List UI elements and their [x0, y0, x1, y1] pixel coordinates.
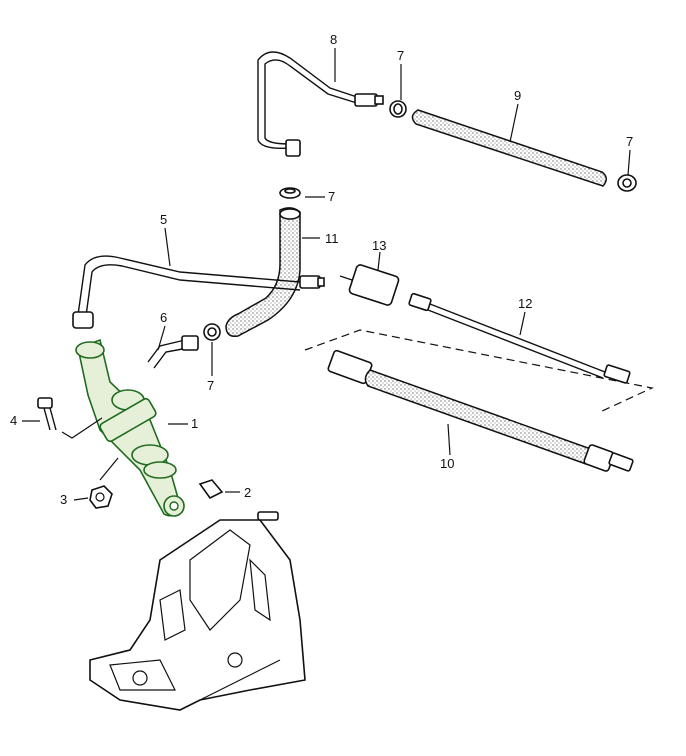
callout-2: 2 [244, 485, 251, 500]
callout-6: 6 [160, 310, 167, 325]
callout-13: 13 [372, 238, 386, 253]
part-4-bolt [37, 397, 57, 431]
leader-lines [22, 48, 631, 501]
callout-10: 10 [440, 456, 454, 471]
callout-11: 11 [325, 231, 339, 246]
callout-labels: 8 7 9 7 7 11 5 13 12 6 7 1 4 10 3 2 [10, 32, 633, 507]
part-11-bent-hose [225, 207, 301, 338]
callout-3: 3 [60, 492, 67, 507]
pedal-bracket-assembly [89, 511, 306, 711]
part-5-tube [72, 255, 301, 329]
part-6-elbow [147, 335, 199, 369]
part-1-master-cylinder [75, 338, 185, 517]
callout-8: 8 [330, 32, 337, 47]
connector-fitting [299, 275, 325, 289]
part-2-bracket [198, 479, 224, 500]
callout-5: 5 [160, 212, 167, 227]
part-7-clamp-right [617, 174, 637, 192]
part-3-nut [89, 485, 113, 509]
callout-7-top: 7 [397, 48, 404, 63]
part-7-clamp-mid [279, 187, 301, 199]
callout-1: 1 [191, 416, 198, 431]
part-7-clamp-lower [203, 323, 221, 341]
callout-12: 12 [518, 296, 532, 311]
part-12-brake-line [408, 292, 631, 384]
part-9-hose [411, 109, 607, 187]
callout-7-lower: 7 [207, 378, 214, 393]
callout-7-right: 7 [626, 134, 633, 149]
part-7-clamp-top [389, 100, 407, 118]
callout-4: 4 [10, 413, 17, 428]
callout-7-mid: 7 [328, 189, 335, 204]
part-8-bent-line [257, 51, 384, 157]
part-13-coupling [339, 264, 400, 306]
callout-9: 9 [514, 88, 521, 103]
part-10-reinforced-hose [304, 329, 654, 472]
